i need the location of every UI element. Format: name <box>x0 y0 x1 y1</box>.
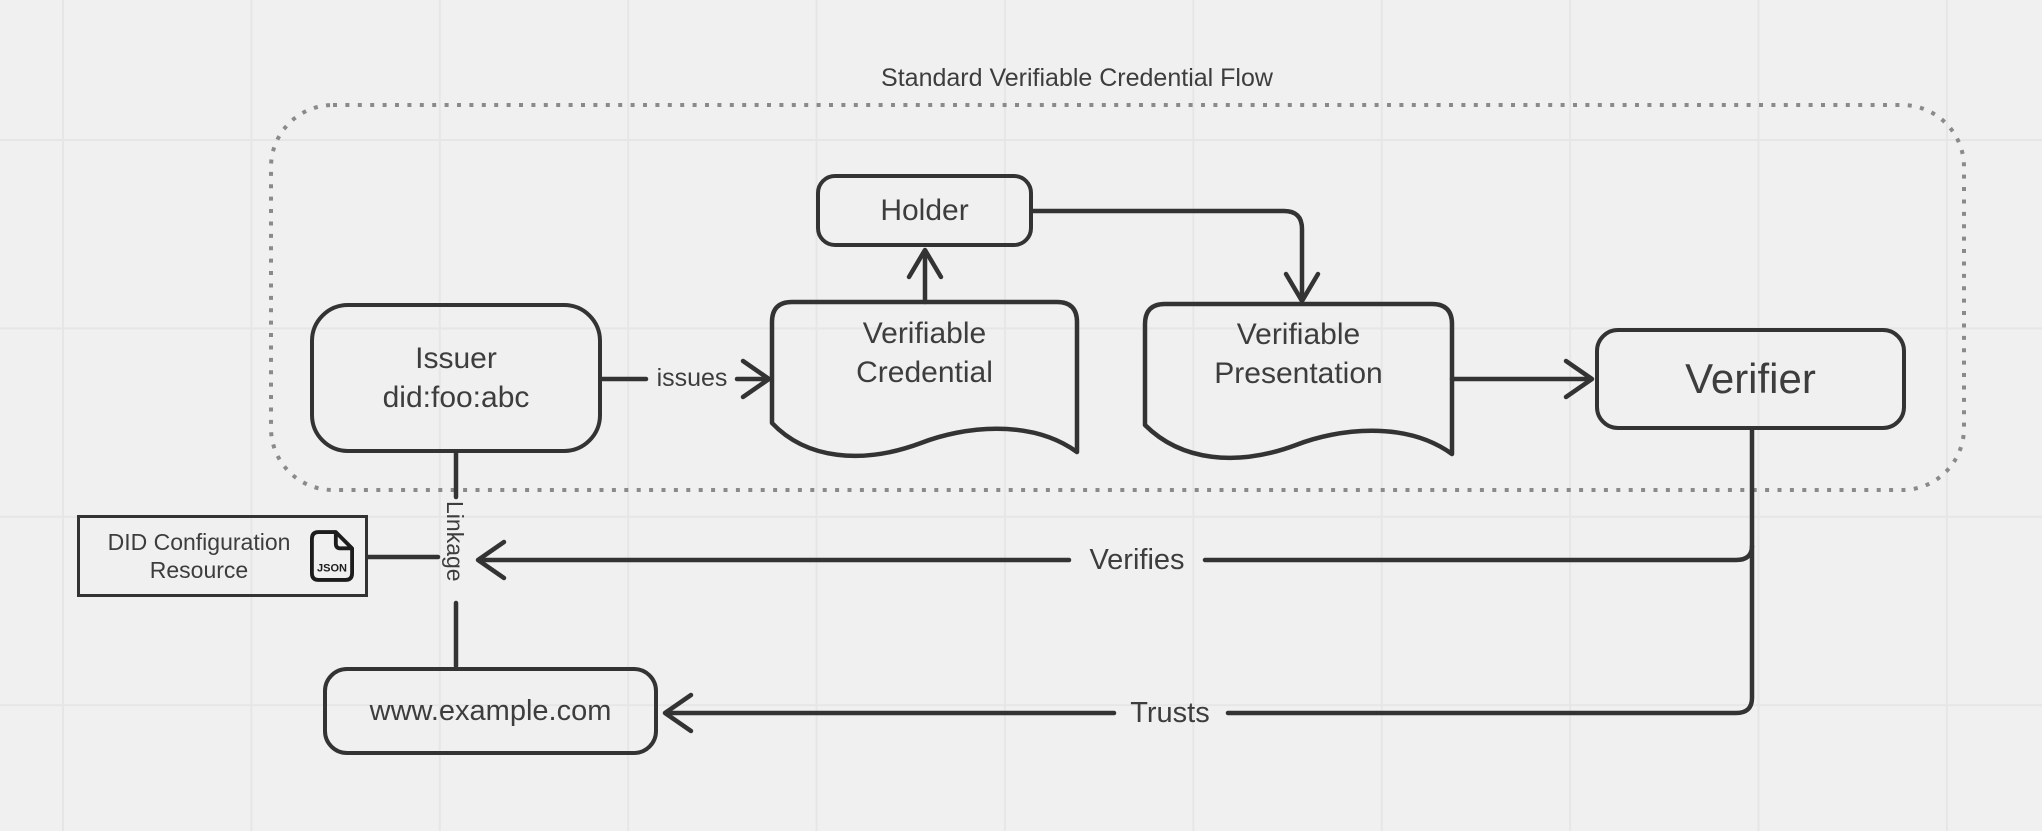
did-config-line1: DID Configuration <box>107 529 291 555</box>
flow-title: Standard Verifiable Credential Flow <box>881 64 1273 92</box>
website-label: www.example.com <box>369 694 612 727</box>
linkage-edge-label: Linkage <box>442 501 468 582</box>
verifiable-credential-line2: Credential <box>856 356 993 389</box>
node-website: www.example.com <box>323 667 658 755</box>
json-file-icon: JSON <box>310 530 354 582</box>
trusts-edge-label: Trusts <box>1130 697 1210 729</box>
holder-label: Holder <box>880 193 969 227</box>
verifies-arrowhead <box>475 539 507 581</box>
issues-arrowhead <box>740 358 772 400</box>
verifiable-presentation-line2: Presentation <box>1214 357 1383 390</box>
holder-presentation-arrowhead <box>1283 271 1321 304</box>
node-did-configuration-resource: DID Configuration Resource JSON <box>77 515 368 597</box>
credential-holder-arrowhead <box>906 247 944 280</box>
verifiable-presentation-label: Verifiable Presentation <box>1145 315 1452 393</box>
verifier-trusts-connector <box>1225 427 1755 716</box>
holder-presentation-connector <box>1030 208 1305 301</box>
issues-edge-label: issues <box>656 364 728 392</box>
json-icon-text: JSON <box>317 562 347 574</box>
issuer-label-line1: Issuer <box>415 342 497 375</box>
verifies-edge-label: Verifies <box>1089 544 1185 576</box>
node-holder: Holder <box>816 174 1033 247</box>
node-verifier: Verifier <box>1595 328 1906 430</box>
node-issuer: Issuer did:foo:abc <box>310 303 602 453</box>
verifiable-credential-label: Verifiable Credential <box>772 314 1077 392</box>
did-config-line2: Resource <box>149 557 249 583</box>
verifier-label: Verifier <box>1685 355 1816 402</box>
trusts-arrowhead <box>662 692 694 734</box>
did-configuration-resource-label: DID Configuration Resource <box>80 528 310 584</box>
issuer-label-line2: did:foo:abc <box>382 381 530 414</box>
presentation-verifier-arrowhead <box>1563 358 1595 400</box>
verifiable-credential-line1: Verifiable <box>862 317 987 350</box>
verifiable-presentation-line1: Verifiable <box>1236 318 1361 351</box>
verifier-verifies-connector-right <box>1202 543 1755 563</box>
